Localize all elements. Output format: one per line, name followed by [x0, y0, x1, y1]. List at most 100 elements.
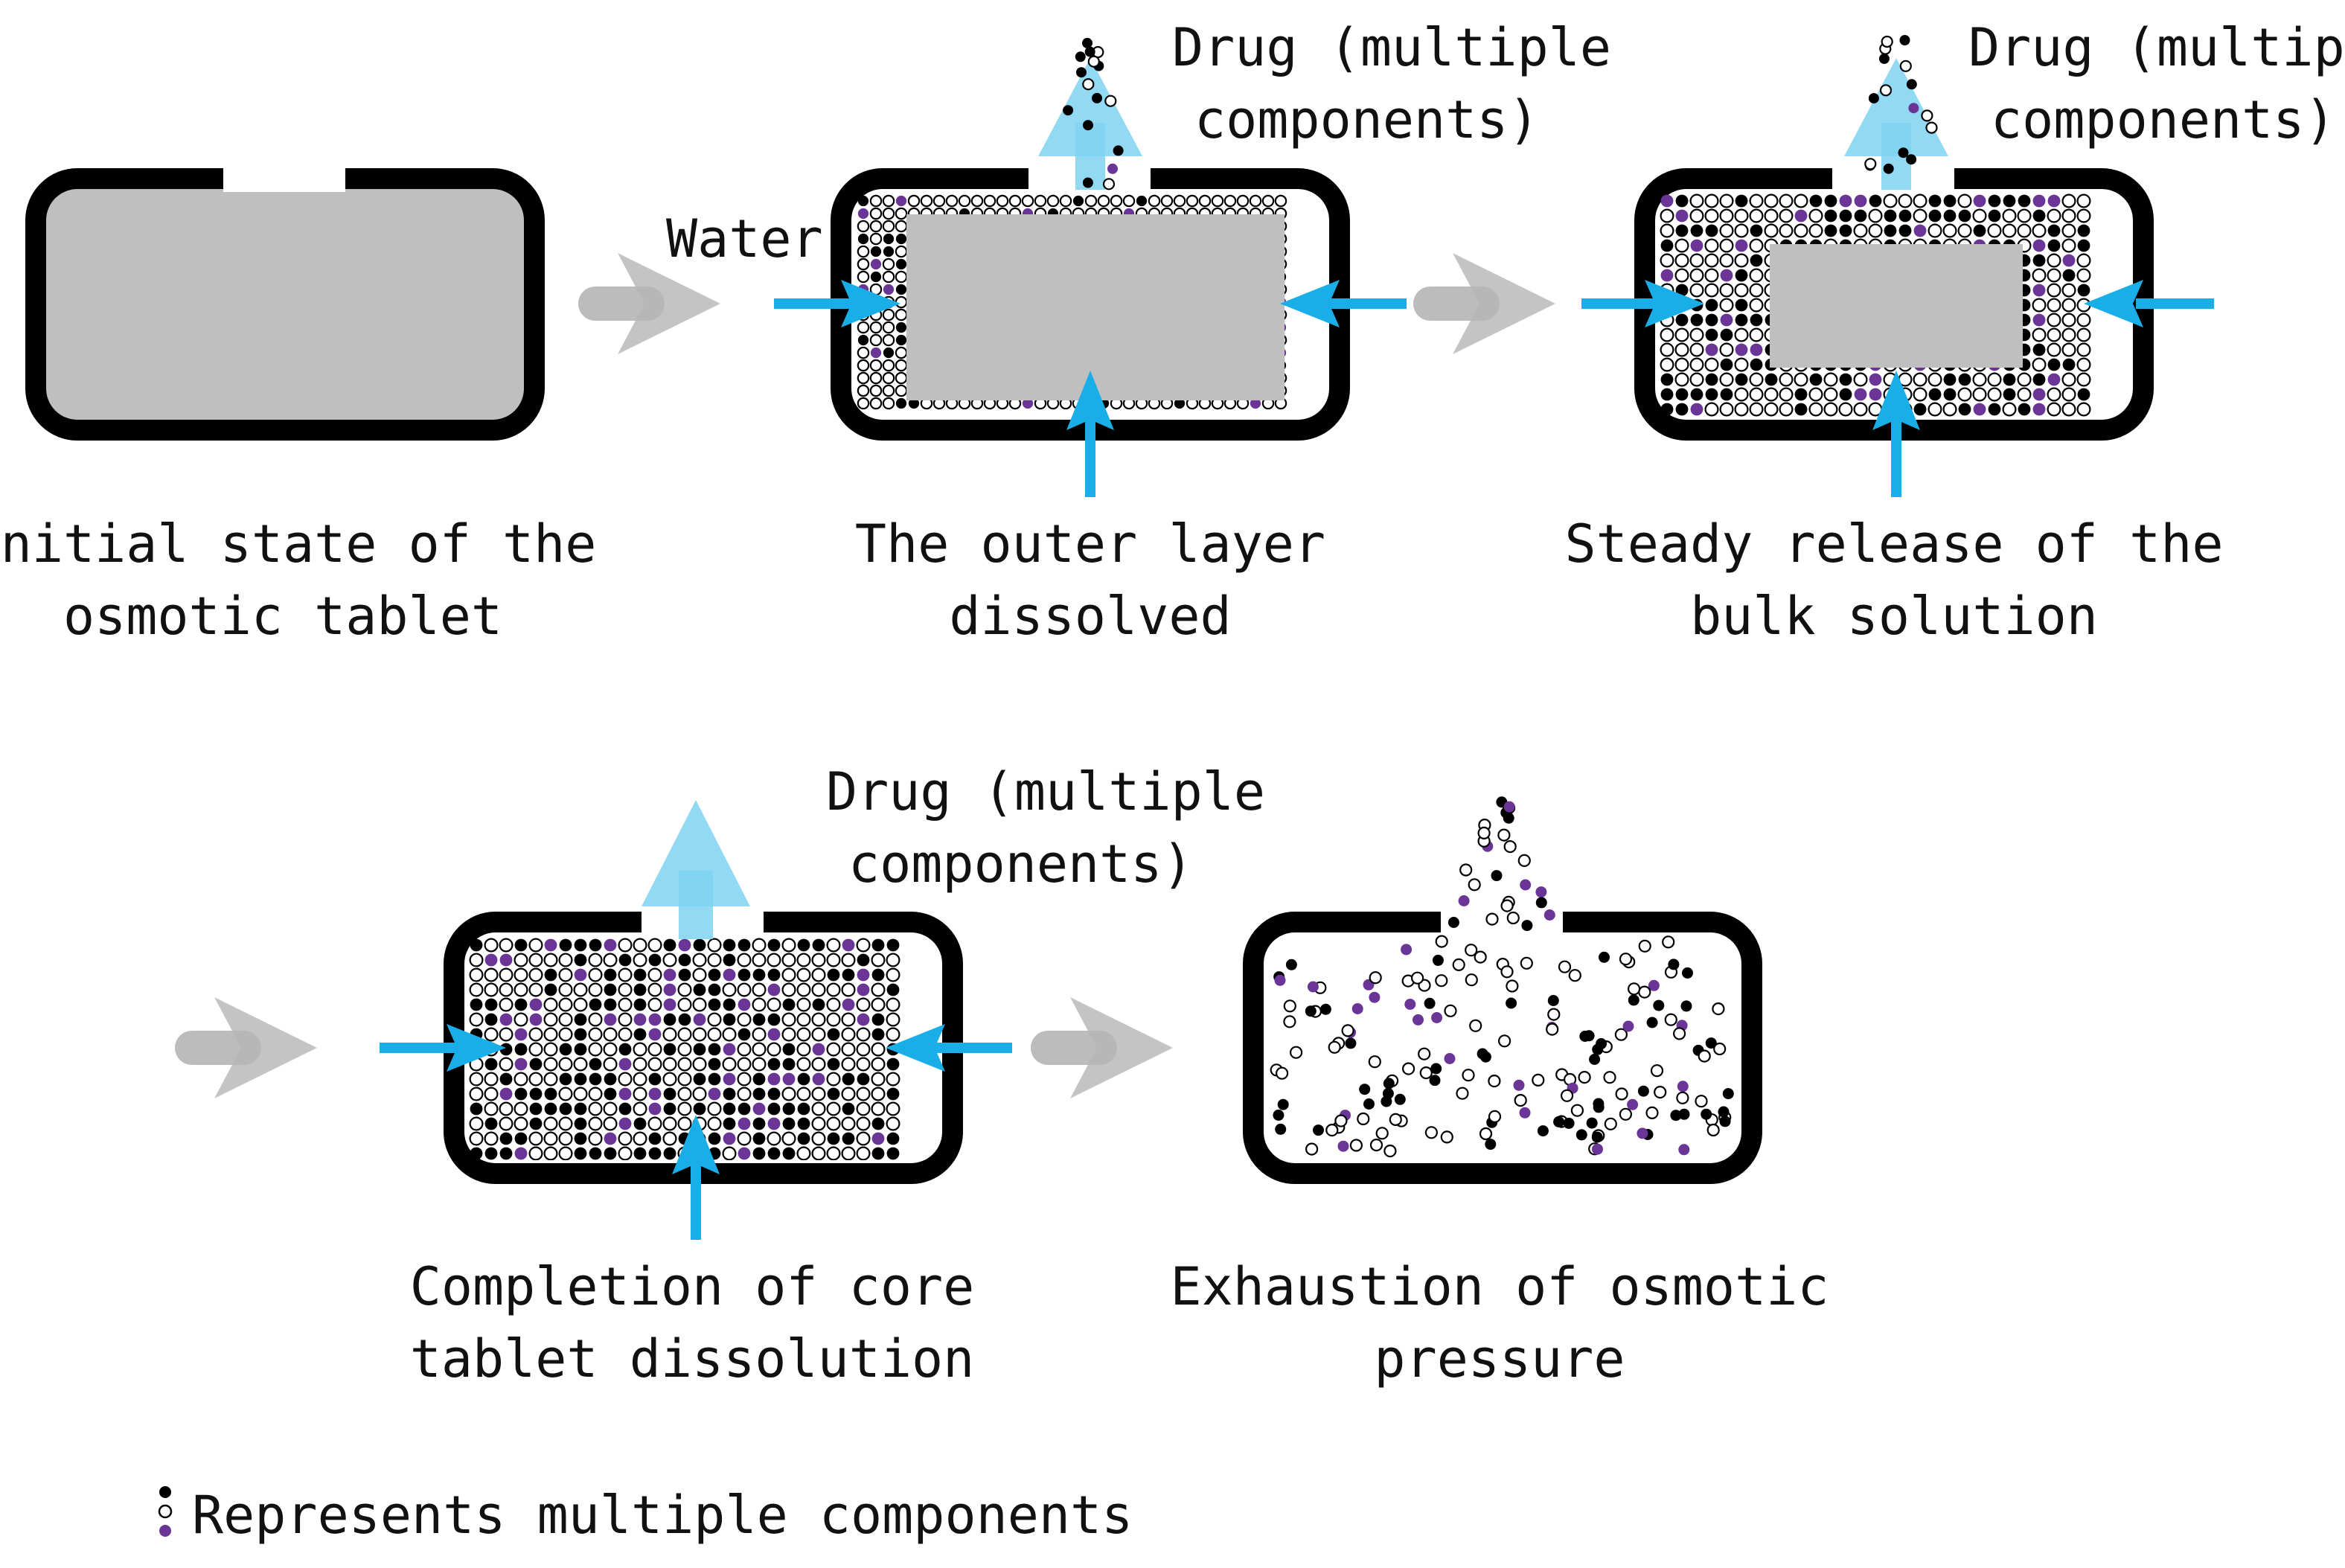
particle	[2047, 194, 2061, 208]
particle	[796, 982, 811, 997]
particle	[870, 246, 882, 257]
particle	[499, 1087, 513, 1101]
particle	[1839, 373, 1852, 386]
particle	[708, 1072, 721, 1086]
particle	[484, 1013, 498, 1026]
particle	[2032, 223, 2047, 238]
particle	[871, 982, 886, 997]
particle	[2017, 208, 2032, 223]
particle	[528, 1146, 543, 1160]
particle	[1779, 223, 1794, 238]
particle	[1519, 1107, 1531, 1119]
particle	[1520, 956, 1533, 970]
particle	[752, 1027, 767, 1042]
particle	[2076, 357, 2091, 372]
particle	[588, 1087, 603, 1101]
particle	[618, 1057, 632, 1071]
particle	[543, 1027, 558, 1042]
particle	[708, 983, 721, 996]
particle	[1389, 1113, 1402, 1127]
particle	[723, 1043, 736, 1056]
particle	[1824, 224, 1837, 237]
particle	[558, 1146, 573, 1160]
particle	[1076, 67, 1087, 78]
particle	[886, 1012, 900, 1027]
particle	[1839, 209, 1852, 223]
particle	[692, 953, 707, 967]
particle	[647, 1116, 662, 1131]
particle	[767, 1072, 781, 1086]
particle	[871, 1087, 886, 1101]
stage-caption: Exhaustion of osmotic	[1170, 1256, 1829, 1317]
particle	[737, 1087, 752, 1101]
particle	[1942, 223, 1957, 238]
particle	[1660, 327, 1674, 342]
particle	[827, 1028, 840, 1041]
particle	[1927, 223, 1942, 238]
particle	[1705, 298, 1718, 312]
particle	[514, 953, 528, 967]
particle	[781, 1012, 796, 1027]
particle	[1674, 372, 1689, 387]
particle	[2032, 209, 2046, 223]
stage-caption: The outer layer	[855, 513, 1325, 575]
water-arrow-bottom	[1872, 371, 1920, 497]
particle	[1958, 209, 1971, 223]
particle	[514, 1012, 528, 1027]
particle	[1705, 224, 1718, 237]
particle	[1092, 92, 1102, 103]
stage-caption: dissolved	[949, 586, 1231, 647]
particle	[1704, 268, 1719, 283]
particle	[604, 998, 617, 1011]
particle	[1677, 1081, 1689, 1092]
particle	[857, 968, 870, 982]
particle	[574, 938, 587, 952]
particle	[871, 968, 885, 982]
particle	[1174, 397, 1186, 409]
particle	[693, 983, 706, 996]
particle	[1503, 839, 1517, 854]
particle	[603, 953, 618, 967]
particle	[1705, 328, 1718, 342]
particle	[1706, 1123, 1720, 1137]
particle	[484, 938, 499, 953]
particle	[603, 1042, 618, 1057]
particle	[1987, 223, 2002, 238]
particle	[604, 938, 617, 952]
drug-label-line1: Drug (multiple	[1968, 17, 2345, 78]
particle	[1363, 1098, 1375, 1110]
particle	[1452, 958, 1465, 972]
particle	[1838, 402, 1853, 417]
particle	[574, 1132, 587, 1145]
particle	[1477, 1048, 1488, 1060]
particle	[1459, 863, 1473, 877]
water-label: Water	[666, 208, 823, 269]
particle	[895, 245, 908, 258]
particle	[1110, 194, 1123, 208]
particle	[856, 1027, 871, 1042]
particle	[723, 1087, 736, 1101]
particle	[633, 1028, 647, 1041]
particle	[812, 998, 825, 1011]
particle	[1532, 1073, 1545, 1087]
particle	[618, 997, 633, 1012]
particle	[841, 1146, 856, 1160]
particle	[767, 968, 781, 982]
particle	[1689, 327, 1704, 342]
particle	[1809, 194, 1823, 208]
particle	[618, 1146, 633, 1160]
particle	[870, 258, 882, 270]
particle	[662, 1072, 677, 1087]
particle	[1735, 343, 1748, 356]
stage-caption: tablet dissolution	[410, 1328, 975, 1389]
particle	[2032, 268, 2047, 283]
particle	[1972, 372, 1987, 387]
particle	[1764, 223, 1779, 238]
particle	[1674, 253, 1689, 268]
process-arrow	[1413, 253, 1555, 354]
particle	[1794, 388, 1808, 401]
particle	[514, 938, 528, 952]
particle	[2062, 358, 2076, 371]
particle	[1913, 403, 1927, 416]
